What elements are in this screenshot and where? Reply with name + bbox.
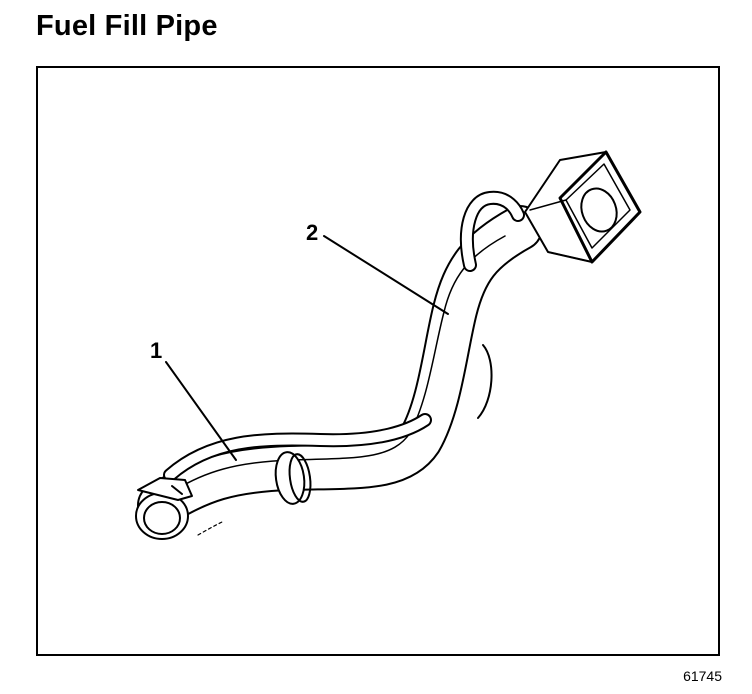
hose-clamp-inner [288, 453, 312, 503]
figure-number: 61745 [683, 668, 722, 684]
inlet-end-inner [143, 501, 181, 535]
leader-line-2 [323, 235, 449, 315]
fill-pipe-core [139, 207, 541, 526]
callout-2: 2 [306, 220, 319, 245]
callout-1: 1 [150, 338, 163, 363]
hidden-line [197, 521, 223, 536]
inlet-clip [137, 477, 193, 501]
mount-bracket [477, 344, 493, 419]
leader-line-1 [165, 361, 237, 461]
filler-opening [580, 187, 618, 233]
vent-loop-core [462, 192, 523, 270]
diagram-frame [36, 66, 720, 656]
page-title: Fuel Fill Pipe [36, 10, 218, 42]
vent-tube-core [165, 415, 430, 480]
